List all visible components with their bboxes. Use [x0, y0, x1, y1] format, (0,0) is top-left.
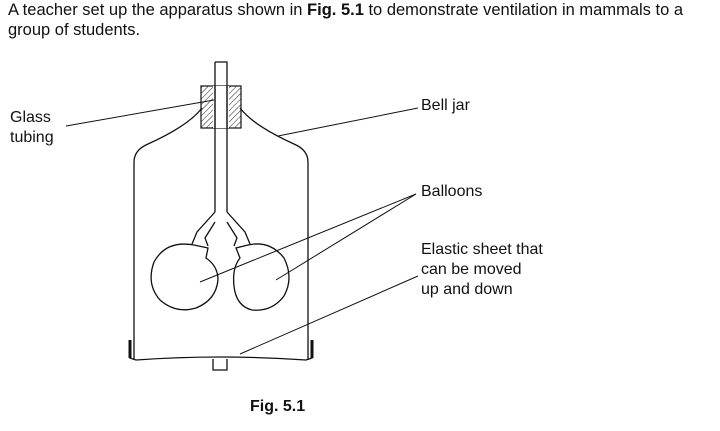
leader-balloons-left — [199, 193, 417, 283]
intro-before: A teacher set up the apparatus shown in — [8, 1, 308, 19]
label-elastic-line2: can be moved — [421, 261, 522, 278]
right-balloon — [232, 243, 290, 311]
leader-elastic-sheet — [239, 275, 419, 355]
tube-branch — [191, 211, 251, 247]
sheet-handle — [212, 359, 228, 371]
leader-balloons-right — [275, 193, 417, 281]
label-elastic-line1: Elastic sheet that — [421, 241, 543, 258]
leader-bell-jar — [277, 107, 419, 137]
label-elastic-line3: up and down — [421, 281, 513, 298]
elastic-sheet — [129, 340, 313, 361]
label-glass-tubing: Glass tubing — [10, 108, 54, 148]
leader-glass-tubing — [65, 99, 215, 127]
figure-reference: Fig. 5.1 — [307, 1, 364, 19]
left-balloon — [150, 243, 219, 311]
glass-tube — [214, 61, 228, 212]
label-glass-tubing-line2: tubing — [10, 129, 54, 146]
figure-caption: Fig. 5.1 — [250, 398, 306, 415]
intro-text: A teacher set up the apparatus shown in … — [8, 0, 720, 40]
intro-after: to demonstrate ventilation in mammals to… — [8, 1, 684, 39]
label-bell-jar: Bell jar — [421, 97, 470, 114]
label-glass-tubing-line1: Glass — [10, 109, 51, 126]
label-elastic-sheet: Elastic sheet that can be moved up and d… — [421, 240, 543, 300]
bell-jar — [133, 107, 309, 360]
label-balloons: Balloons — [421, 183, 483, 200]
